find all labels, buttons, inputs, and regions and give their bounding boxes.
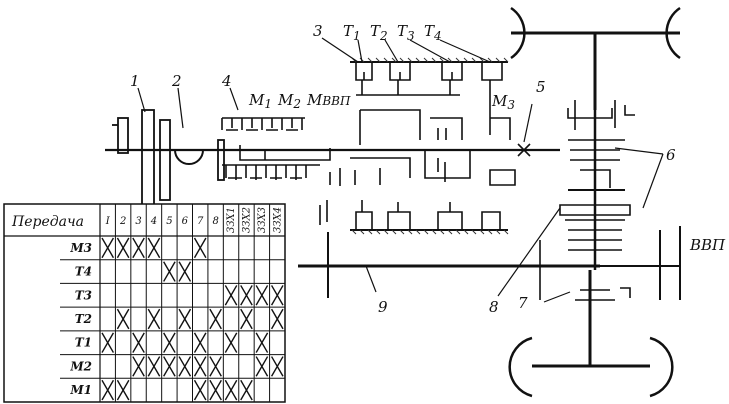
part-labels: 1 2 3 4 5 6 7 8 9 T1 T2 T3 T4 M1 M2 MВВП… xyxy=(130,22,726,316)
shaft-9 xyxy=(298,232,600,300)
label-mvvp: MВВП xyxy=(306,91,351,109)
table-column-header: 7 xyxy=(197,216,204,227)
coupling-5 xyxy=(517,103,533,157)
bottom-gear-housing xyxy=(319,200,509,235)
table-row-label: T4 xyxy=(75,265,92,279)
table-column-header: 5 xyxy=(166,216,172,227)
table-cell-mark xyxy=(224,332,238,353)
label-t2: T2 xyxy=(370,22,388,43)
label-3: 3 xyxy=(313,22,323,40)
table-cell-mark xyxy=(240,379,253,401)
table-column-header: 8 xyxy=(212,216,218,227)
label-1: 1 xyxy=(130,72,140,90)
table-cell-mark xyxy=(116,237,130,259)
table-row-label: M1 xyxy=(69,383,92,397)
table-row-label: M3 xyxy=(69,241,92,255)
m-gear-groups xyxy=(221,117,516,186)
table-cell-mark xyxy=(147,237,161,259)
table-header: Передача xyxy=(11,214,84,230)
label-t4: T4 xyxy=(424,22,442,43)
table-column-header: 3ЗХ1 xyxy=(226,207,237,233)
table-cell-mark xyxy=(240,285,253,306)
table-cell-mark xyxy=(193,379,207,401)
table-row-label: T3 xyxy=(75,288,92,302)
table-cell-mark xyxy=(255,332,269,353)
table-column-header: 4 xyxy=(150,216,157,227)
top-axle xyxy=(510,6,681,110)
table-cell-mark xyxy=(178,261,192,282)
table-cell-mark xyxy=(132,332,145,353)
table-column-header: 6 xyxy=(182,216,189,227)
table-cell-mark xyxy=(147,356,161,377)
label-4: 4 xyxy=(221,72,232,90)
table-cell-mark xyxy=(147,308,161,330)
label-9: 9 xyxy=(378,298,388,316)
table-cell-mark xyxy=(132,237,145,259)
label-vvp: ВВП xyxy=(689,236,726,254)
table-row-label: M2 xyxy=(69,359,92,373)
table-cell-mark xyxy=(224,379,238,401)
table-cell-mark xyxy=(101,379,115,401)
top-gear-housing xyxy=(350,57,509,145)
label-7: 7 xyxy=(518,294,528,312)
table-cell-mark xyxy=(163,332,176,353)
table-cell-mark xyxy=(209,308,222,330)
label-8: 8 xyxy=(489,298,499,316)
label-m2: M2 xyxy=(277,91,301,111)
table-column-header: 2 xyxy=(119,216,126,227)
table-cell-mark xyxy=(270,356,284,377)
table-cell-mark xyxy=(163,261,176,282)
table-cell-mark xyxy=(116,379,130,401)
table-cell-mark xyxy=(178,356,192,377)
table-row-label: T2 xyxy=(75,312,92,326)
table-cell-mark xyxy=(178,308,192,330)
table-column-header: 3 xyxy=(135,216,141,227)
table-cell-mark xyxy=(193,356,207,377)
table-column-header: 3ЗХ2 xyxy=(241,207,252,233)
label-m3: M3 xyxy=(491,92,515,112)
table-cell-mark xyxy=(132,356,145,377)
table-cell-mark xyxy=(255,285,269,306)
table-column-header: 3ЗХ3 xyxy=(257,207,268,233)
table-cell-mark xyxy=(193,332,207,353)
table-cell-mark xyxy=(116,308,130,330)
table-cell-mark xyxy=(209,379,222,401)
leader-lines xyxy=(137,37,491,293)
label-m1: M1 xyxy=(248,91,272,111)
label-5: 5 xyxy=(536,78,546,96)
table-cell-mark xyxy=(101,237,115,259)
table-cell-mark xyxy=(224,285,238,306)
table-cell-mark xyxy=(193,237,207,259)
label-t1: T1 xyxy=(343,22,361,43)
table-cell-mark xyxy=(163,356,176,377)
table-cell-mark xyxy=(270,308,284,330)
label-6: 6 xyxy=(666,146,676,164)
table-row-label: T1 xyxy=(75,336,92,350)
input-shaft xyxy=(105,109,560,211)
label-2: 2 xyxy=(171,72,182,90)
table-cell-mark xyxy=(101,332,115,353)
table-column-header: I xyxy=(105,216,111,227)
table-cell-mark xyxy=(270,285,284,306)
table-cell-mark xyxy=(255,356,269,377)
table-cell-mark xyxy=(240,308,253,330)
vertical-gearbox xyxy=(497,100,681,303)
label-t3: T3 xyxy=(397,22,415,43)
bottom-axle xyxy=(508,270,674,398)
table-column-header: 3ЗХ4 xyxy=(272,207,283,233)
table-cell-mark xyxy=(209,356,222,377)
